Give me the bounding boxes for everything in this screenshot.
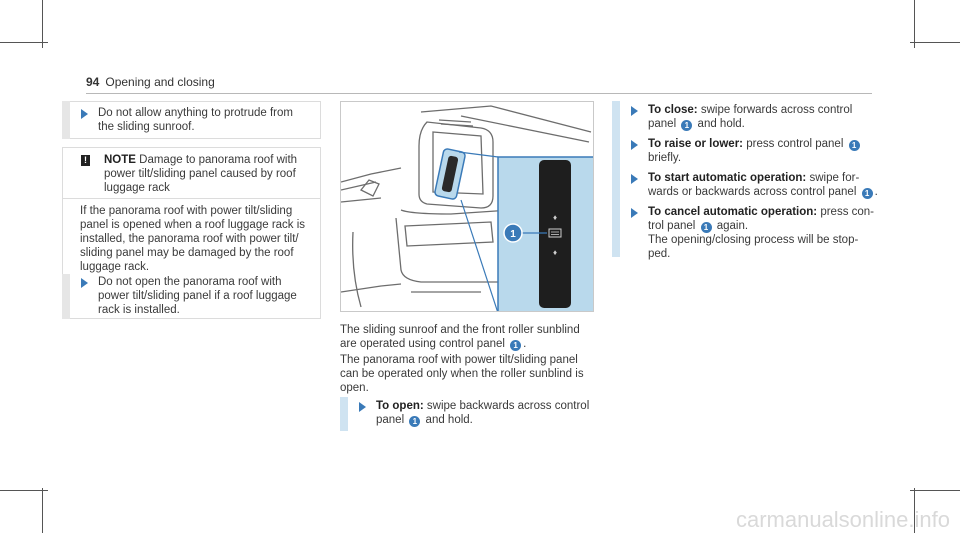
notice-title: NOTE [104, 154, 136, 166]
close-text: swipe forwards across control [700, 104, 853, 116]
raise-label: To raise or lower: [648, 138, 744, 150]
close-text-3: and hold. [697, 118, 745, 130]
crop-mark [0, 42, 48, 43]
open-label: To open: [376, 400, 424, 412]
section-title: Opening and closing [105, 75, 215, 89]
notice-action-line: power tilt/sliding panel if a roof lugga… [98, 290, 297, 302]
cancel-line: The opening/closing process will be stop… [648, 234, 859, 246]
cancel-text-3: again. [716, 220, 749, 232]
open-text: swipe backwards across control [426, 400, 590, 412]
crop-mark [914, 0, 915, 48]
crop-mark [42, 0, 43, 48]
close-instruction: To close: swipe forwards across control … [648, 103, 852, 131]
overhead-console-drawing: ♦ ♦ 1 [341, 105, 593, 311]
start-label: To start automatic operation: [648, 172, 807, 184]
protrude-note-line: Do not allow anything to protrude from [98, 107, 293, 119]
notice-body-line: installed, the panorama roof with power … [80, 233, 299, 245]
action-arrow-icon [81, 278, 88, 288]
panorama-line: The panorama roof with power tilt/slidin… [340, 354, 578, 366]
notice-body-line: panel is opened when a roof luggage rack… [80, 219, 306, 231]
notice-action-bar [62, 274, 70, 319]
raise-text: press control panel [746, 138, 844, 150]
control-panel-marker: 1 [409, 416, 421, 427]
notice-body-line: luggage rack. [80, 261, 150, 273]
crop-mark [0, 490, 48, 491]
open-instruction-bar [340, 397, 348, 431]
raise-instruction: To raise or lower: press control panel 1… [648, 137, 862, 165]
roof-control-illustration: ♦ ♦ 1 [340, 101, 594, 312]
action-arrow-icon [81, 109, 88, 119]
sunroof-line: The sliding sunroof and the front roller… [340, 324, 580, 336]
action-arrow-icon [631, 174, 638, 184]
notice-body-line: If the panorama roof with power tilt/sli… [80, 205, 293, 217]
control-panel-marker: 1 [861, 188, 873, 199]
page-number: 94 [86, 75, 100, 89]
instruction-bar [612, 101, 620, 257]
crop-mark [42, 488, 43, 533]
note-bar [62, 101, 70, 139]
sunroof-line-text: are operated using control panel [340, 338, 505, 350]
start-text: swipe for- [809, 172, 860, 184]
cancel-text-2: trol panel [648, 220, 696, 232]
notice-divider [62, 198, 321, 199]
panorama-line: can be operated only when the roller sun… [340, 368, 584, 380]
close-text-2: panel [648, 118, 677, 130]
open-instruction: To open: swipe backwards across control … [376, 399, 589, 427]
close-label: To close: [648, 104, 698, 116]
action-arrow-icon [359, 402, 366, 412]
notice-title-line: luggage rack [104, 182, 170, 194]
cancel-text: press con- [820, 206, 875, 218]
action-arrow-icon [631, 140, 638, 150]
crop-mark [910, 42, 960, 43]
action-arrow-icon [631, 208, 638, 218]
notice-heading: NOTE Damage to panorama roof with [104, 153, 297, 167]
watermark: carmanualsonline.info [735, 507, 950, 532]
open-text-3: and hold. [425, 414, 473, 426]
panorama-line: open. [340, 382, 369, 394]
sunroof-paragraph: The sliding sunroof and the front roller… [340, 323, 580, 351]
header-rule [86, 93, 872, 94]
notice-box [62, 147, 321, 319]
control-panel-marker: 1 [700, 222, 712, 233]
action-arrow-icon [631, 106, 638, 116]
svg-text:♦: ♦ [553, 248, 557, 257]
crop-mark [914, 488, 915, 533]
panorama-paragraph: The panorama roof with power tilt/slidin… [340, 353, 584, 395]
notice-title-text: Damage to panorama roof with [139, 154, 298, 166]
notice-action-line: rack is installed. [98, 304, 180, 316]
protrude-note-line: the sliding sunroof. [98, 121, 195, 133]
open-text-2: panel [376, 414, 405, 426]
control-panel-marker: 1 [510, 340, 522, 351]
cancel-label: To cancel automatic operation: [648, 206, 818, 218]
notice-title-line: power tilt/sliding panel caused by roof [104, 168, 296, 180]
crop-mark [910, 490, 960, 491]
control-panel-marker: 1 [681, 120, 693, 131]
start-instruction: To start automatic operation: swipe for-… [648, 172, 878, 199]
control-panel-marker: 1 [848, 140, 860, 151]
raise-text-2: briefly. [648, 152, 682, 164]
figure-callout-number: 1 [510, 229, 516, 240]
notice-action-line: Do not open the panorama roof with [98, 276, 282, 288]
notice-body-line: sliding panel may be damaged by the roof [80, 247, 294, 259]
start-text-2: wards or backwards across control panel [648, 186, 857, 198]
sunroof-line-2: are operated using control panel 1. [340, 338, 527, 351]
cancel-line: ped. [648, 248, 671, 260]
svg-text:♦: ♦ [553, 213, 557, 222]
cancel-instruction: To cancel automatic operation: press con… [648, 205, 874, 261]
page-header: 94 Opening and closing [86, 75, 215, 89]
warning-icon: ! [81, 155, 90, 166]
